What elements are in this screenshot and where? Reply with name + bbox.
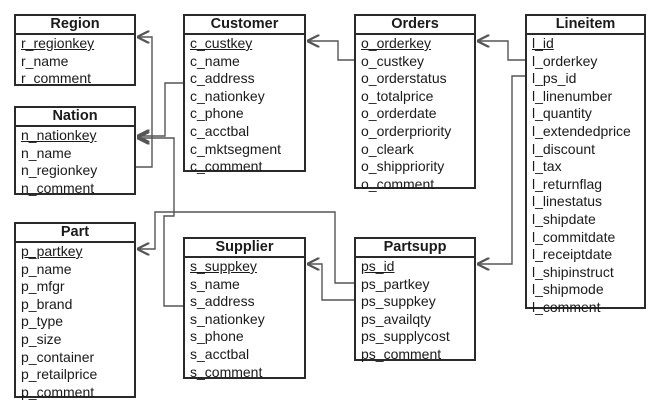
attribute-s-address: s_address [190, 293, 255, 310]
attribute-p-type: p_type [21, 313, 64, 330]
attribute-n-regionkey: n_regionkey [21, 162, 98, 179]
attribute-p-brand: p_brand [21, 295, 73, 312]
attribute-l-quantity: l_quantity [532, 105, 592, 122]
attribute-p-retailprice: p_retailprice [21, 366, 98, 383]
attribute-c-custkey: c_custkey [190, 35, 253, 51]
attribute-l-linenumber: l_linenumber [532, 87, 613, 104]
attribute-o-custkey: o_custkey [361, 52, 425, 69]
attribute-l-comment: l_comment [532, 298, 601, 315]
attribute-ps-partkey: ps_partkey [361, 275, 430, 292]
fk-link-o-custkey-to-c-custkey [307, 41, 354, 61]
entity-title: Supplier [185, 239, 304, 258]
attribute-p-name: p_name [21, 260, 72, 277]
attribute-ps-comment: ps_comment [361, 345, 442, 362]
entity-title: Lineitem [527, 16, 644, 35]
attribute-ps-id: ps_id [361, 258, 395, 274]
attribute-r-name: r_name [21, 52, 69, 69]
fk-link-l-orderkey-to-o-orderkey [477, 41, 525, 61]
attribute-s-nationkey: s_nationkey [190, 310, 265, 327]
attribute-l-tax: l_tax [532, 158, 562, 175]
attribute-r-comment: r_comment [21, 70, 92, 87]
attribute-n-name: n_name [21, 144, 72, 161]
attribute-ps-suppkey: ps_suppkey [361, 293, 436, 310]
attribute-l-linestatus: l_linestatus [532, 193, 603, 210]
attribute-o-orderkey: o_orderkey [361, 35, 432, 51]
attribute-l-ps-id: l_ps_id [532, 70, 577, 87]
attribute-o-orderdate: o_orderdate [361, 105, 437, 122]
entity-title: Nation [16, 108, 134, 127]
attribute-n-nationkey: n_nationkey [21, 127, 97, 143]
attribute-o-orderpriority: o_orderpriority [361, 122, 452, 139]
attribute-l-shipmode: l_shipmode [532, 281, 604, 298]
attribute-l-commitdate: l_commitdate [532, 228, 616, 245]
attribute-p-container: p_container [21, 348, 95, 365]
fk-link-c-nationkey-to-n-nationkey [137, 82, 183, 136]
attribute-s-comment: s_comment [190, 363, 263, 380]
attribute-c-mktsegment: c_mktsegment [190, 140, 282, 157]
attribute-l-returnflag: l_returnflag [532, 175, 603, 192]
attribute-c-phone: c_phone [190, 105, 244, 122]
attribute-o-cleark: o_cleark [361, 140, 414, 157]
attribute-l-shipdate: l_shipdate [532, 210, 596, 227]
attribute-o-totalprice: o_totalprice [361, 87, 434, 104]
attribute-c-acctbal: c_acctbal [190, 122, 250, 139]
fk-link-n-regionkey-to-r-regionkey [136, 37, 153, 168]
fk-link-s-nationkey-to-n-nationkey [137, 138, 183, 307]
attribute-l-shipinstruct: l_shipinstruct [532, 263, 614, 280]
attribute-n-comment: n_comment [21, 179, 95, 196]
attribute-p-partkey: p_partkey [21, 243, 83, 259]
attribute-c-nationkey: c_nationkey [190, 87, 265, 104]
attribute-p-comment: p_comment [21, 383, 95, 400]
attribute-o-comment: o_comment [361, 175, 435, 192]
attribute-s-name: s_name [190, 275, 240, 292]
attribute-c-name: c_name [190, 52, 240, 69]
attribute-l-discount: l_discount [532, 140, 596, 157]
attribute-p-size: p_size [21, 330, 62, 347]
entity-title: Partsupp [356, 239, 474, 258]
attribute-l-id: l_id [532, 35, 554, 51]
fk-link-ps-suppkey-to-s-suppkey [307, 264, 354, 301]
attribute-o-orderstatus: o_orderstatus [361, 70, 447, 87]
attribute-s-phone: s_phone [190, 328, 244, 345]
entity-title: Part [16, 224, 134, 243]
attribute-c-comment: c_comment [190, 158, 263, 175]
entity-title: Customer [185, 16, 304, 35]
attribute-l-extendedprice: l_extendedprice [532, 122, 631, 139]
entity-title: Orders [356, 16, 474, 35]
attribute-s-acctbal: s_acctbal [190, 345, 250, 362]
attribute-ps-availqty: ps_availqty [361, 310, 432, 327]
attribute-ps-supplycost: ps_supplycost [361, 328, 450, 345]
attribute-o-shippriority: o_shippriority [361, 158, 445, 175]
attribute-r-regionkey: r_regionkey [21, 35, 95, 51]
attribute-p-mfgr: p_mfgr [21, 278, 65, 295]
attribute-l-receiptdate: l_receiptdate [532, 246, 613, 263]
attribute-s-suppkey: s_suppkey [190, 258, 257, 274]
fk-link-l-ps-id-to-ps-id [477, 75, 525, 264]
attribute-c-address: c_address [190, 70, 255, 87]
attribute-l-orderkey: l_orderkey [532, 52, 598, 69]
entity-title: Region [16, 16, 134, 35]
